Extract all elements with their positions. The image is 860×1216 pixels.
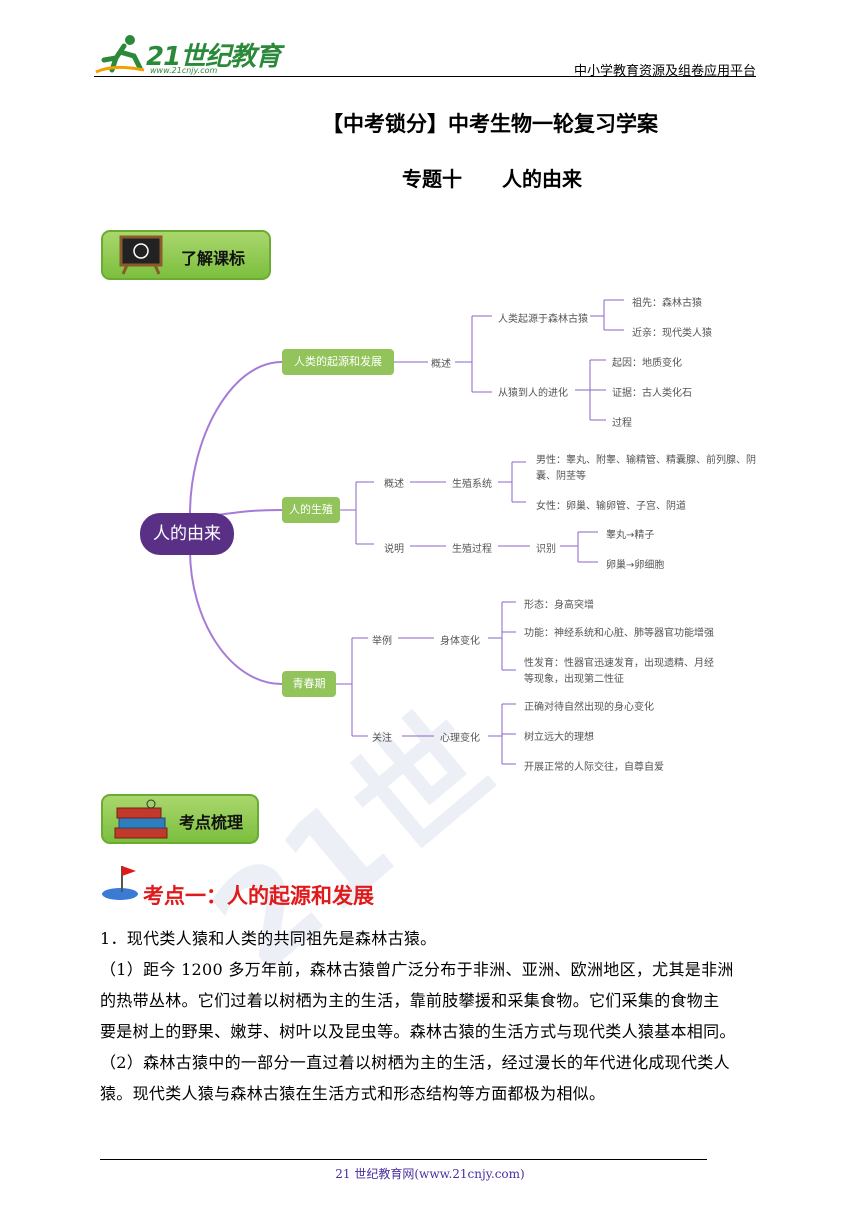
paragraph-3: （2）森林古猿中的一部分一直过着以树栖为主的生活，经过漫长的年代进化成现代类人 …: [100, 1047, 766, 1109]
repro-male-1: 男性：睾丸、附睾、输精管、精囊腺、前列腺、阴: [536, 455, 756, 466]
paragraph-2: （1）距今 1200 多万年前，森林古猿曾广泛分布于非洲、亚洲、欧洲地区，尤其是…: [100, 954, 766, 1047]
runner-logo-icon: [95, 35, 145, 74]
paragraph-2-line-1: （1）距今 1200 多万年前，森林古猿曾广泛分布于非洲、亚洲、欧洲地区，尤其是…: [100, 960, 734, 979]
repro-egg: 卵巢→卵细胞: [606, 560, 665, 571]
section-title: 考点一：人的起源和发展: [143, 883, 374, 908]
mind-item-1: 正确对待自然出现的身心变化: [524, 702, 654, 713]
body-shape: 形态：身高突增: [524, 600, 594, 611]
repro-overview: 概述: [384, 479, 404, 490]
books-icon: [111, 798, 171, 842]
repro-male-2: 囊、阴茎等: [536, 471, 586, 482]
points-label: 考点梳理: [179, 813, 244, 832]
origin-ape: 人类起源于森林古猿: [498, 314, 588, 325]
header-divider: [94, 76, 756, 77]
blackboard-icon: [117, 235, 165, 275]
platform-name: 中小学教育资源及组卷应用平台: [573, 64, 756, 79]
mindmap-root: 人的由来: [140, 513, 234, 555]
paragraph-3-line-1: （2）森林古猿中的一部分一直过着以树栖为主的生活，经过漫长的年代进化成现代类人: [100, 1053, 730, 1072]
body-sexual-1: 性发育：性器官迅速发育，出现遗精、月经: [524, 658, 714, 669]
repro-process: 生殖过程: [452, 544, 492, 555]
repro-system: 生殖系统: [452, 479, 492, 490]
mind-item-3: 开展正常的人际交往，自尊自爱: [524, 762, 664, 773]
evolution-cause: 起因：地质变化: [612, 358, 682, 369]
body-sexual-2: 等现象，出现第二性征: [524, 674, 624, 685]
logo-url: www.21cnjy.com: [150, 66, 218, 75]
topic-title: 专题十 人的由来: [402, 163, 582, 192]
mindmap-connectors: [189, 299, 624, 765]
branch-reproduction: 人的生殖: [282, 497, 340, 523]
paragraph-2-line-3: 要是树上的野果、嫩芽、树叶以及昆虫等。森林古猿的生活方式与现代类人猿基本相同。: [100, 1022, 736, 1041]
repro-identify: 识别: [536, 544, 556, 555]
repro-explain: 说明: [384, 544, 404, 555]
puberty-attention: 关注: [372, 733, 392, 744]
curriculum-label: 了解课标: [181, 249, 246, 268]
origin-overview: 概述: [431, 359, 451, 370]
document-title: 【中考锁分】中考生物一轮复习学案: [322, 111, 658, 136]
puberty-mind: 心理变化: [440, 733, 480, 744]
repro-female: 女性：卵巢、输卵管、子宫、阴道: [536, 501, 686, 512]
body-function: 功能：神经系统和心脏、肺等器官功能增强: [524, 628, 714, 639]
logo-text: 21世纪教育: [146, 42, 281, 72]
mind-item-2: 树立远大的理想: [524, 732, 594, 743]
curriculum-banner: 了解课标: [101, 230, 271, 280]
evolution-process: 过程: [612, 418, 632, 429]
origin-relative: 近亲：现代类人猿: [632, 328, 712, 339]
repro-sperm: 睾丸→精子: [606, 530, 655, 541]
puberty-body: 身体变化: [440, 636, 480, 647]
topic-name: 人的由来: [502, 167, 582, 191]
origin-ancestor: 祖先：森林古猿: [632, 298, 702, 309]
paragraph-2-line-2: 的热带丛林。它们过着以树栖为主的生活，靠前肢攀援和采集食物。它们采集的食物主: [100, 991, 720, 1010]
branch-origin: 人类的起源和发展: [282, 349, 394, 375]
paragraph-1: 1．现代类人猿和人类的共同祖先是森林古猿。: [100, 929, 437, 948]
origin-evolution: 从猿到人的进化: [498, 388, 568, 399]
points-banner: 考点梳理: [101, 794, 259, 844]
evolution-evidence: 证据：古人类化石: [612, 388, 692, 399]
footer-divider: [100, 1159, 707, 1160]
logo: [94, 34, 150, 74]
flag-icon: [100, 862, 140, 900]
footer-text: 21 世纪教育网(www.21cnjy.com): [335, 1167, 525, 1181]
paragraph-3-line-2: 猿。现代类人猿与森林古猿在生活方式和形态结构等方面都极为相似。: [100, 1084, 606, 1103]
branch-puberty: 青春期: [282, 671, 336, 697]
puberty-example: 举例: [372, 636, 392, 647]
topic-number: 专题十: [402, 167, 462, 191]
